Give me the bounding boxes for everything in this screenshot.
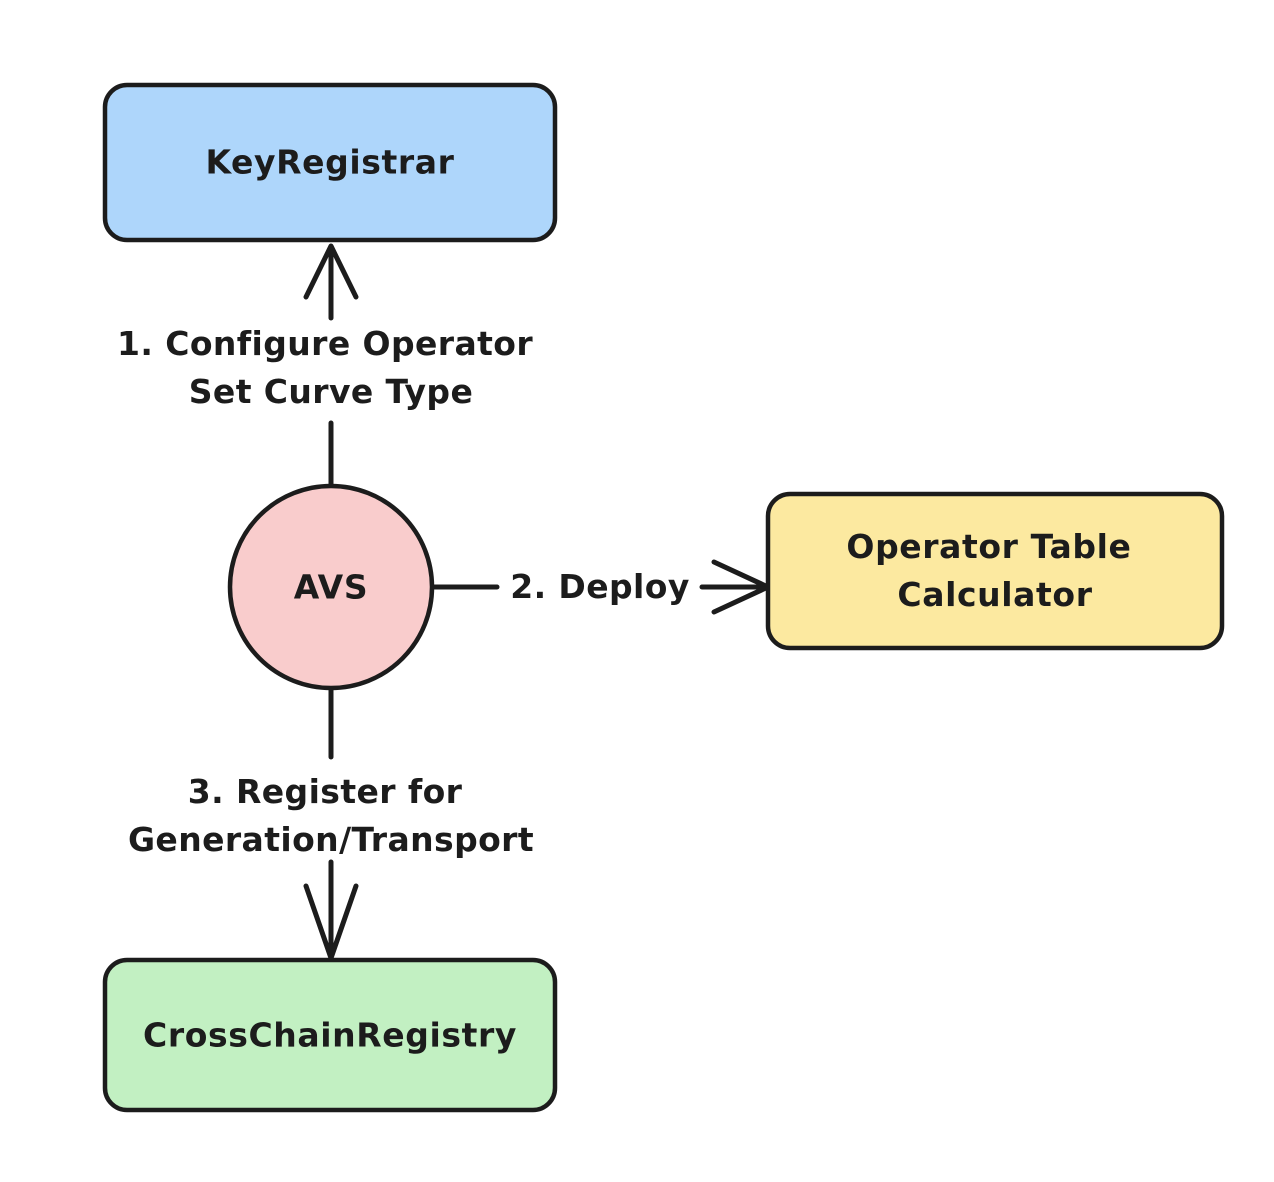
edge-label-configure-operator-set-curve-type: 1. Configure Operator Set Curve Type <box>117 324 545 411</box>
edge-label-deploy: 2. Deploy <box>510 567 689 606</box>
node-key-registrar-label: KeyRegistrar <box>205 143 454 182</box>
edge-avs-to-key-registrar: 1. Configure Operator Set Curve Type <box>117 243 545 490</box>
edge-label-register-for-generation-transport: 3. Register for Generation/Transport <box>128 772 534 859</box>
edge-avs-to-operator-table-calculator: 2. Deploy <box>429 559 771 615</box>
edge-label-line-2: Generation/Transport <box>128 820 534 859</box>
node-cross-chain-registry[interactable]: CrossChainRegistry <box>102 957 558 1113</box>
arrowhead-up-icon <box>303 243 359 300</box>
edge-label-line-1: 3. Register for <box>188 772 463 811</box>
node-operator-table-calculator-shape[interactable] <box>765 491 1225 651</box>
node-operator-table-calculator-label: Operator Table Calculator <box>846 527 1143 614</box>
edge-label-line-1: 1. Configure Operator <box>117 324 533 363</box>
edge-label-line-2: Set Curve Type <box>189 372 474 411</box>
node-label-line-2: Calculator <box>897 575 1092 614</box>
edge-label-line-1: 2. Deploy <box>510 567 689 606</box>
node-cross-chain-registry-shape[interactable] <box>102 957 558 1113</box>
node-label-line-1: Operator Table <box>846 527 1131 566</box>
edge-avs-to-cross-chain-registry: 3. Register for Generation/Transport <box>128 685 534 961</box>
node-avs[interactable]: AVS <box>227 483 435 691</box>
node-key-registrar-shape[interactable] <box>102 82 558 243</box>
node-key-registrar[interactable]: KeyRegistrar <box>102 82 558 243</box>
node-operator-table-calculator[interactable]: Operator Table Calculator <box>765 491 1225 651</box>
node-avs-label: AVS <box>294 568 368 607</box>
node-cross-chain-registry-label: CrossChainRegistry <box>143 1016 517 1055</box>
node-avs-shape[interactable] <box>227 483 435 691</box>
